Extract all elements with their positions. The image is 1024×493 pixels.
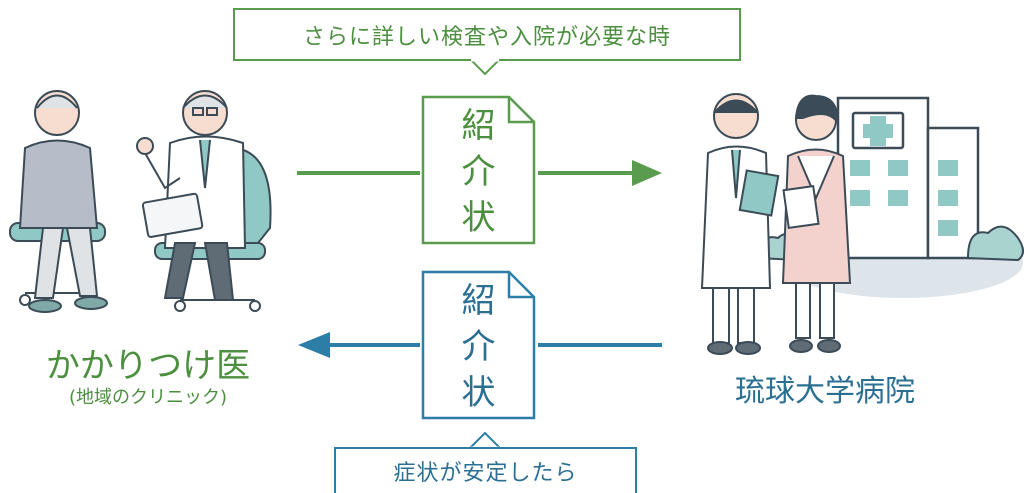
referral-letter-doc-top: 紹 介 状 [421, 95, 536, 245]
hospital-windows [850, 160, 958, 236]
clinic-label: かかりつけ医 [45, 346, 251, 386]
arrow-to-hospital [297, 160, 662, 186]
clinic-doctor-patient-illustration [9, 90, 272, 313]
doctor-figure [136, 90, 247, 301]
doc-bottom-char-3: 状 [461, 373, 496, 413]
callout-bottom-text: 症状が安定したら [393, 461, 578, 486]
callout-top-text: さらに詳しい検査や入院が必要な時 [302, 24, 671, 50]
callout-return-condition: 症状が安定したら [334, 447, 637, 493]
patient-figure [18, 90, 108, 313]
callout-top-tail [470, 59, 500, 75]
doc-bottom-char-2: 介 [461, 327, 496, 367]
hospital-staff-illustration [700, 93, 1024, 355]
doc-top-char-1: 紹 [461, 106, 496, 146]
document-icon [421, 95, 536, 245]
hospital-label: 琉球大学病院 [735, 374, 915, 409]
nurse-figure [781, 94, 852, 353]
document-icon [421, 270, 536, 420]
hospital-cross-icon [863, 116, 893, 146]
doc-top-char-3: 状 [461, 198, 496, 238]
doc-bottom-char-1: 紹 [461, 281, 496, 321]
hospital-doctor-figure [700, 93, 780, 355]
arrow-to-clinic [298, 332, 662, 358]
doc-top-char-2: 介 [461, 152, 496, 192]
clinic-sublabel: (地域のクリニック) [68, 387, 228, 408]
referral-letter-doc-bottom: 紹 介 状 [421, 270, 536, 420]
callout-referral-condition: さらに詳しい検査や入院が必要な時 [233, 8, 741, 61]
